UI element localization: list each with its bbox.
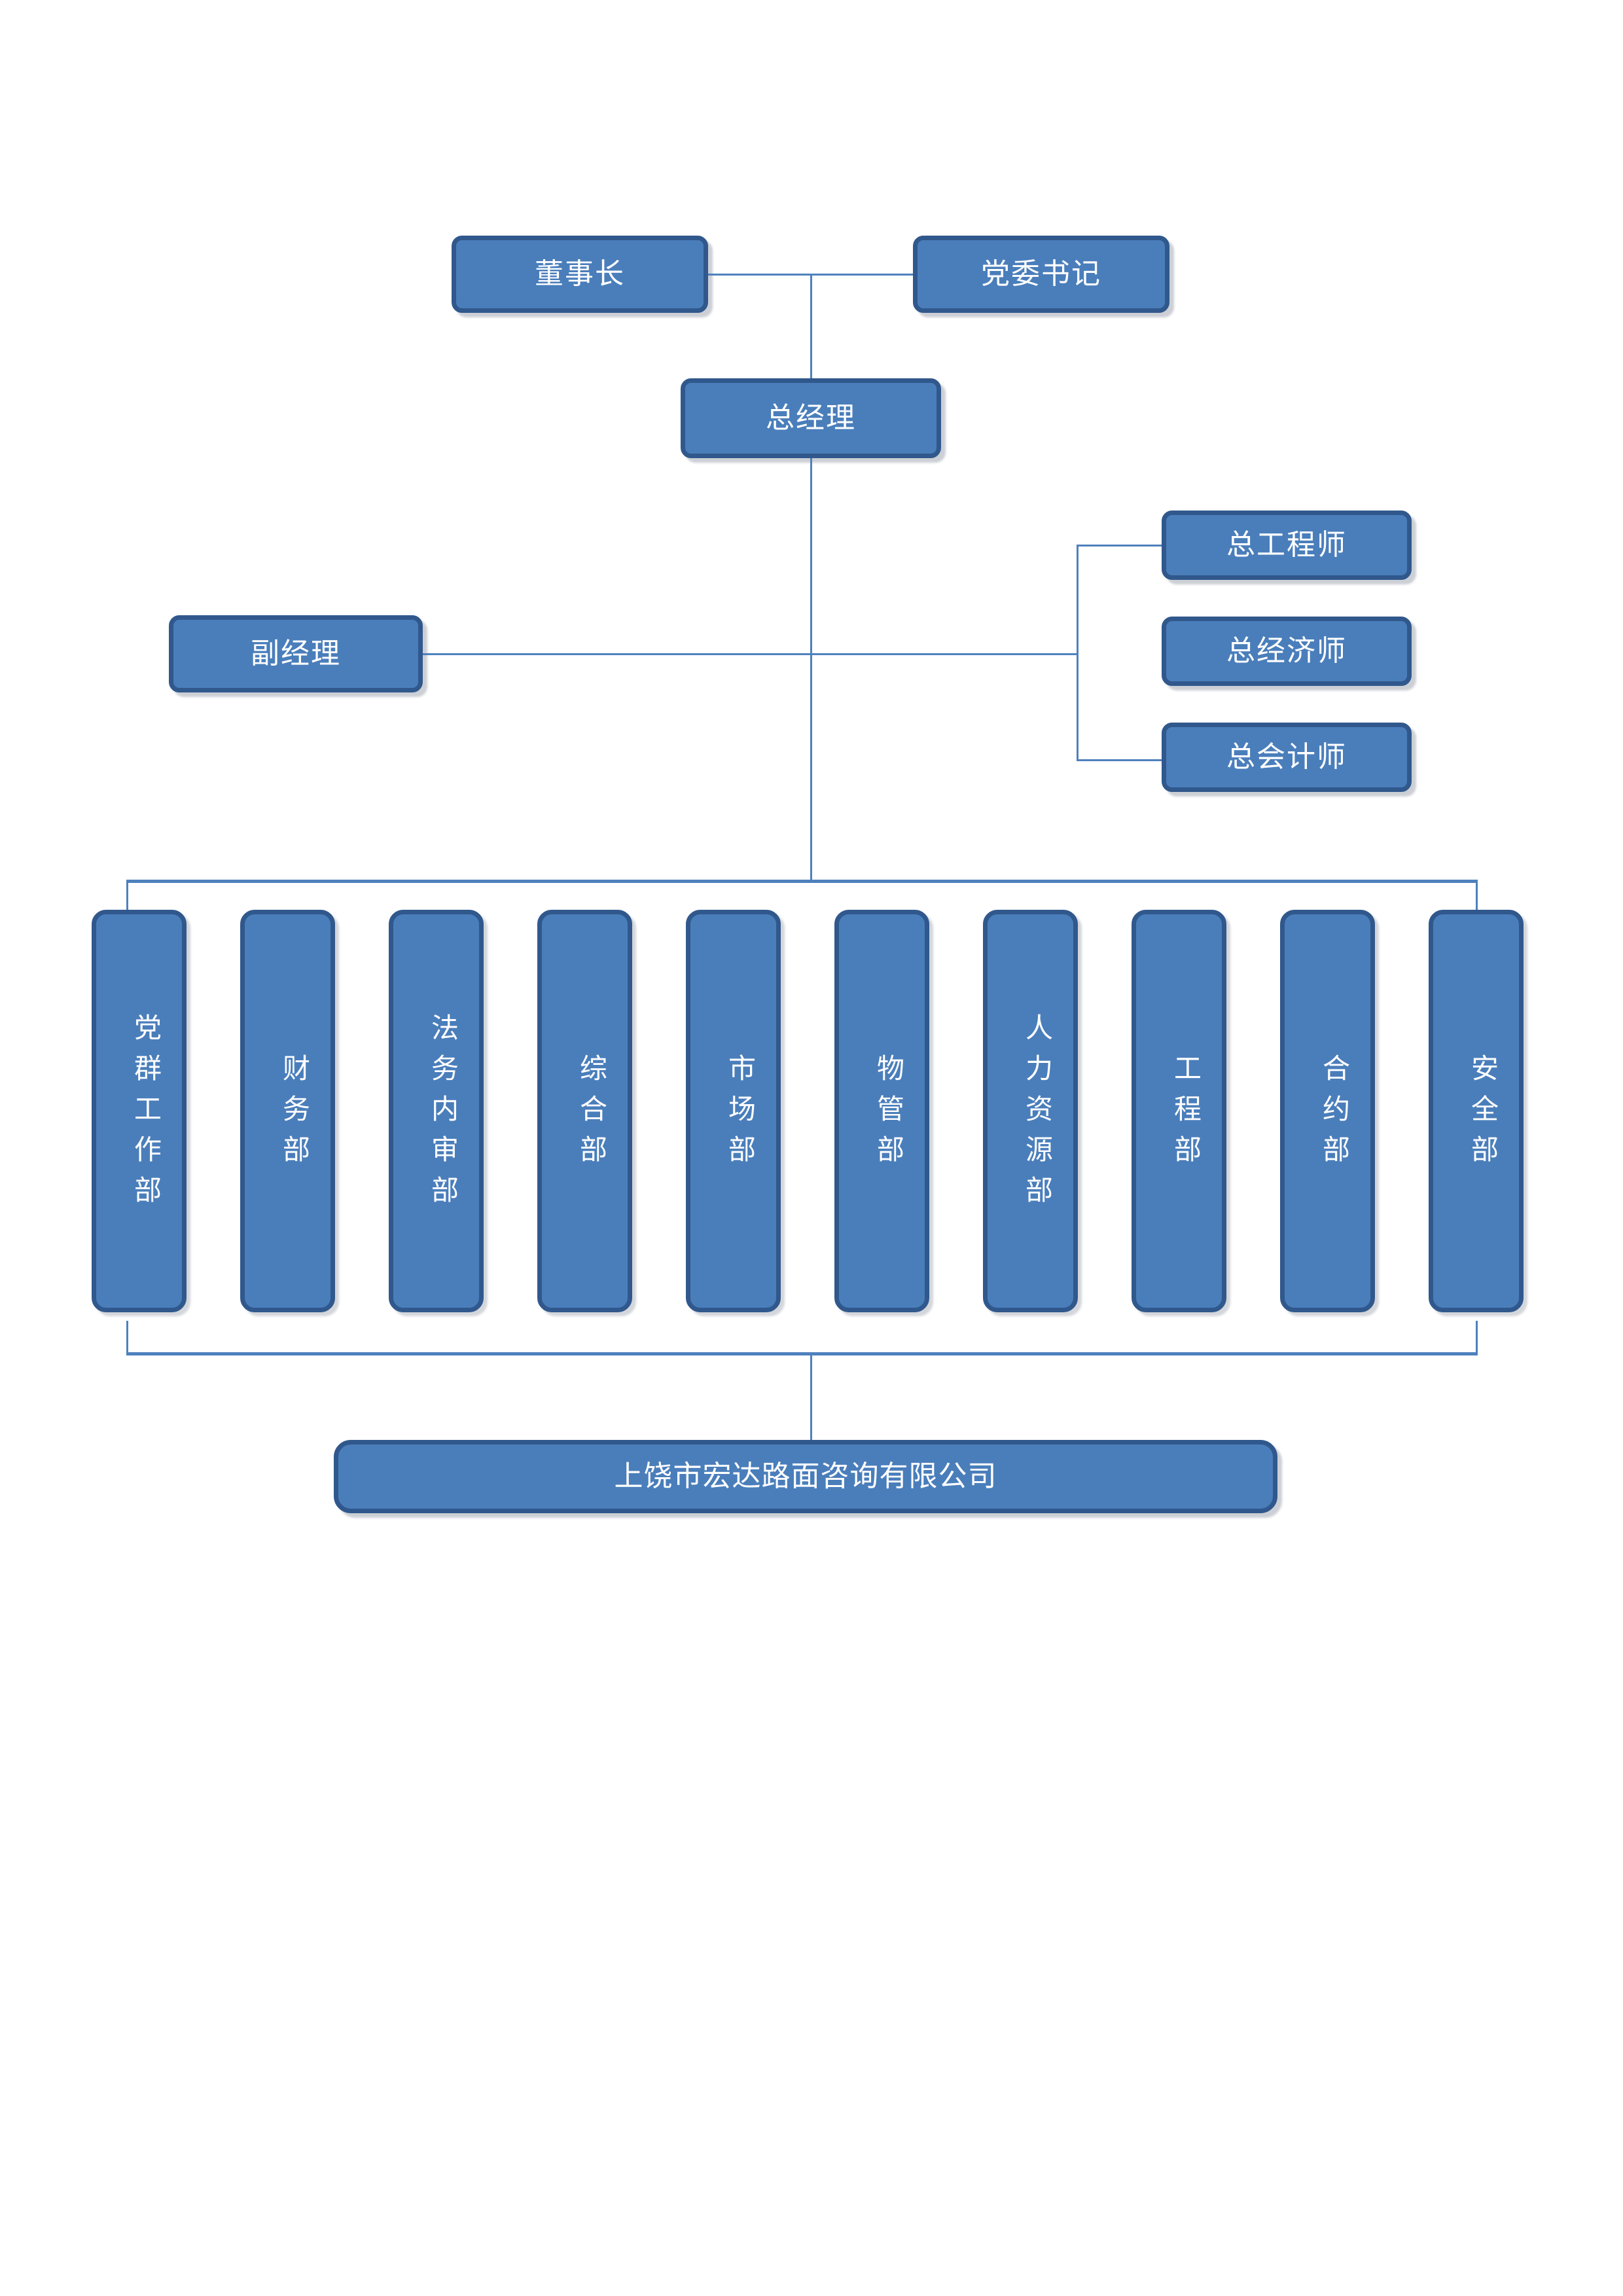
node-general-manager[interactable]: 总经理 [681,378,941,458]
node-general-manager-label: 总经理 [766,401,856,434]
node-chairman-label: 董事长 [535,257,625,290]
node-chief-accountant[interactable]: 总会计师 [1162,723,1412,792]
node-chief-engineer-label: 总工程师 [1226,528,1347,561]
node-chief-economist-label: 总经济师 [1226,634,1347,667]
connector-top-to-general-manager [810,274,812,378]
dept-label: 党群工作部 [130,1013,160,1216]
connector-main-spine [810,458,812,881]
connector-specialist-stub-chief-accountant [1077,759,1163,761]
dept-card-engineering[interactable]: 工程部 [1132,910,1226,1312]
dept-label: 人力资源部 [1021,1013,1052,1216]
node-chief-accountant-label: 总会计师 [1226,740,1347,773]
node-deputy-manager-label: 副经理 [251,637,341,670]
node-company-banner[interactable]: 上饶市宏达路面咨询有限公司 [334,1440,1277,1513]
node-deputy-manager[interactable]: 副经理 [169,615,423,692]
connector-departments-top-right-stub [1476,880,1478,911]
connector-departments-top-left-stub [126,880,128,911]
dept-label: 市场部 [724,1053,755,1175]
connector-departments-top-rail [126,880,1478,883]
connector-bottom-to-company [810,1352,812,1440]
connector-departments-bottom-rail [126,1352,1478,1355]
dept-label: 财务部 [278,1053,309,1175]
node-party-secretary[interactable]: 党委书记 [913,236,1169,313]
node-party-secretary-label: 党委书记 [981,257,1101,290]
node-chairman[interactable]: 董事长 [452,236,708,313]
dept-label: 法务内审部 [427,1013,457,1216]
connector-deputy-to-specialists [423,653,1077,655]
dept-card-contract[interactable]: 合约部 [1280,910,1375,1312]
dept-card-finance[interactable]: 财务部 [240,910,335,1312]
connector-departments-bottom-left-stub [126,1321,128,1354]
dept-card-general-affairs[interactable]: 综合部 [537,910,632,1312]
dept-card-safety[interactable]: 安全部 [1429,910,1524,1312]
connector-specialist-stub-chief-engineer [1077,545,1163,547]
connector-specialist-bracket-stem [1077,545,1079,761]
dept-card-property-management[interactable]: 物管部 [834,910,929,1312]
dept-card-legal-audit[interactable]: 法务内审部 [389,910,484,1312]
node-chief-engineer[interactable]: 总工程师 [1162,511,1412,580]
dept-card-marketing[interactable]: 市场部 [686,910,781,1312]
dept-card-human-resources[interactable]: 人力资源部 [983,910,1078,1312]
dept-label: 安全部 [1467,1053,1497,1175]
node-chief-economist[interactable]: 总经济师 [1162,617,1412,686]
dept-card-party-affairs[interactable]: 党群工作部 [92,910,187,1312]
connector-departments-bottom-right-stub [1476,1321,1478,1354]
dept-label: 物管部 [872,1053,903,1175]
dept-label: 综合部 [575,1053,606,1175]
company-name-label: 上饶市宏达路面咨询有限公司 [614,1460,997,1492]
dept-label: 合约部 [1318,1053,1349,1175]
dept-label: 工程部 [1169,1053,1200,1175]
